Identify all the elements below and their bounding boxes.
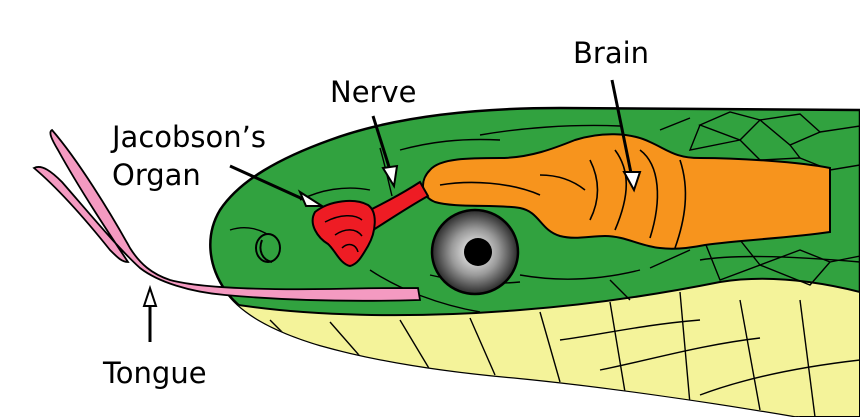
nostril: [255, 233, 281, 263]
organ-lines: [324, 215, 363, 253]
organ-label-line1: Jacobson’s: [110, 120, 266, 154]
brain-arrow: [610, 79, 634, 179]
brain-arrowhead: [622, 171, 642, 193]
brain-folds: [439, 149, 687, 249]
organ-label-line2: Organ: [112, 158, 201, 192]
brain-label: Brain: [573, 36, 649, 70]
tongue-label: Tongue: [102, 356, 207, 390]
organ-arrow: [229, 164, 306, 202]
tongue-arrowhead: [142, 284, 158, 307]
nerve-arrowhead: [381, 164, 399, 189]
nerve-shape: [358, 180, 430, 234]
nerve-label: Nerve: [330, 75, 416, 109]
jacobsons-organ-shape: [311, 199, 376, 268]
nerve-arrow: [371, 115, 392, 171]
organ-arrowhead: [297, 189, 326, 207]
tongue-shape: [32, 128, 422, 302]
pointer-arrows: [142, 79, 642, 342]
eye: [430, 208, 520, 296]
